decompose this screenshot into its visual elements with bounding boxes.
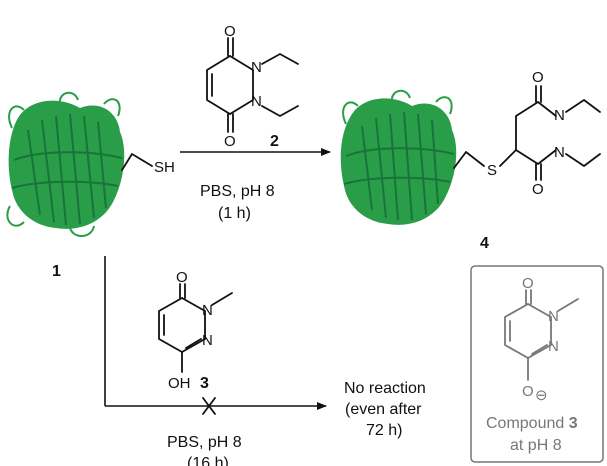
product-4-sulfur: S — [487, 162, 497, 179]
compound-2-structure — [206, 37, 299, 133]
inset-structure — [504, 289, 579, 381]
compound-2-oxygen-bottom: O — [224, 133, 236, 150]
protein-1-linker — [121, 153, 153, 171]
product-4-nitrogen-1: N — [554, 107, 565, 124]
inset-caption-line1: Compound 3 — [486, 415, 578, 432]
compound-3-nitrogen-1: N — [202, 302, 213, 319]
bottom-conditions-line1: PBS, pH 8 — [167, 434, 242, 451]
inset-oxide: O — [522, 383, 534, 400]
outcome-line3: 72 h) — [366, 422, 402, 439]
inset-negative-charge-icon: ⊖ — [535, 387, 548, 404]
compound-2-nitrogen-1: N — [251, 59, 262, 76]
product-4-ring — [499, 85, 601, 181]
compound-4-number: 4 — [480, 235, 489, 252]
compound-3-structure — [158, 283, 233, 373]
outcome-line2: (even after — [345, 401, 422, 418]
product-4-oxygen-top: O — [532, 69, 544, 86]
outcome-line1: No reaction — [344, 380, 426, 397]
inset-caption-line2: at pH 8 — [510, 437, 562, 454]
compound-2-number: 2 — [270, 133, 279, 150]
inset-caption-number: 3 — [569, 415, 578, 432]
protein-1-thiol: SH — [154, 159, 175, 176]
protein-4-icon — [340, 89, 457, 225]
product-4-oxygen-bottom: O — [532, 181, 544, 198]
compound-3-nitrogen-2: N — [202, 332, 213, 349]
inset-nitrogen-1: N — [548, 308, 559, 325]
product-4-nitrogen-2: N — [554, 144, 565, 161]
product-4-linker — [453, 151, 485, 169]
compound-3-oxygen: O — [176, 269, 188, 286]
compound-3-hydroxyl: OH — [168, 375, 191, 392]
bottom-conditions-line2: (16 h) — [187, 455, 229, 466]
compound-2-oxygen-top: O — [224, 23, 236, 40]
protein-1-icon — [6, 91, 125, 237]
top-conditions-line1: PBS, pH 8 — [200, 183, 275, 200]
inset-oxygen: O — [522, 275, 534, 292]
top-conditions-line2: (1 h) — [218, 205, 251, 222]
compound-2-nitrogen-2: N — [251, 93, 262, 110]
compound-3-number: 3 — [200, 375, 209, 392]
inset-box — [470, 265, 604, 463]
compound-1-number: 1 — [52, 263, 61, 280]
inset-caption-prefix: Compound — [486, 415, 569, 432]
no-reaction-cross-icon — [202, 397, 216, 415]
inset-nitrogen-2: N — [548, 338, 559, 355]
